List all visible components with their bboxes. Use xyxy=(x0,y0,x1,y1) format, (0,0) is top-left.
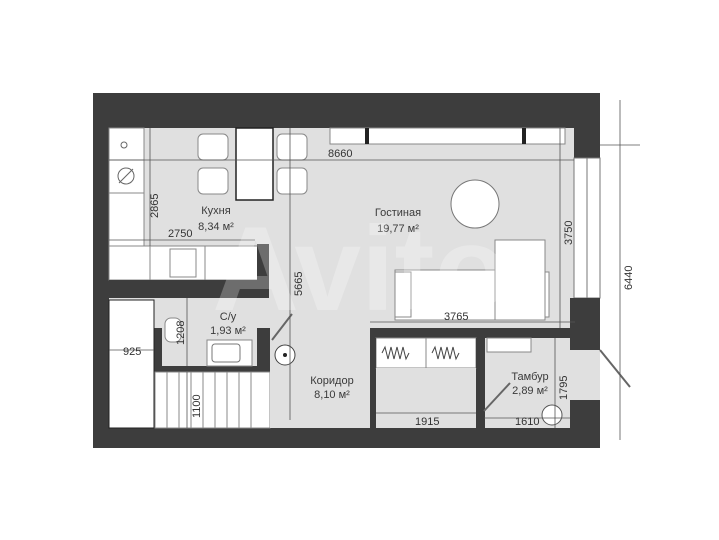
room-area-bathroom: 1,93 м² xyxy=(210,325,246,337)
dim-1610: 1610 xyxy=(515,416,539,428)
dim-3750: 3750 xyxy=(563,221,575,245)
dim-5665: 5665 xyxy=(293,272,305,296)
storage-closet xyxy=(108,299,155,429)
round-table xyxy=(450,179,500,229)
wall-corner xyxy=(574,128,600,158)
dim-6440: 6440 xyxy=(623,266,635,290)
room-area-kitchen: 8,34 м² xyxy=(198,221,234,233)
window-top xyxy=(329,127,566,145)
dim-8660: 8660 xyxy=(328,148,352,160)
chair xyxy=(276,167,308,195)
room-name-bathroom: С/у xyxy=(220,311,237,323)
room-area-corridor: 8,10 м² xyxy=(314,389,350,401)
room-name-living: Гостиная xyxy=(375,207,421,219)
wall-kitchen-bath xyxy=(109,280,259,298)
kitchen-counter-left xyxy=(108,127,145,247)
chair xyxy=(197,167,229,195)
watermark: Avito xyxy=(212,202,508,336)
oven-icon xyxy=(117,167,135,185)
hanger-icon xyxy=(381,345,410,361)
wall-vestibule-left xyxy=(476,338,484,368)
stairs xyxy=(154,371,271,429)
dim-1795: 1795 xyxy=(558,376,570,400)
dim-1208: 1208 xyxy=(175,321,187,345)
dim-1100: 1100 xyxy=(191,394,203,418)
dim-3765: 3765 xyxy=(444,311,468,323)
kitchen-counter-bottom xyxy=(108,245,260,281)
armchair xyxy=(494,239,546,321)
dim-925: 925 xyxy=(123,346,141,358)
door-bathroom xyxy=(271,313,293,341)
room-name-corridor: Коридор xyxy=(310,375,353,387)
room-area-living: 19,77 м² xyxy=(377,223,419,235)
dim-2865: 2865 xyxy=(149,194,161,218)
wall-vestibule-right xyxy=(570,298,600,350)
dim-2750: 2750 xyxy=(168,228,192,240)
room-name-kitchen: Кухня xyxy=(201,205,230,217)
wall-bath-right xyxy=(257,336,269,372)
wall-stub xyxy=(257,244,269,298)
dining-table xyxy=(235,127,274,201)
dim-1915: 1915 xyxy=(415,416,439,428)
room-name-vestibule: Тамбур xyxy=(511,371,548,383)
door-vestibule xyxy=(483,382,511,412)
chair xyxy=(197,133,229,161)
door-entrance xyxy=(599,349,631,388)
chair xyxy=(276,133,308,161)
shoe-rack xyxy=(486,337,532,353)
toilet xyxy=(164,317,182,343)
room-area-vestibule: 2,89 м² xyxy=(512,385,548,397)
sink-icon xyxy=(169,248,197,278)
hanger-icon xyxy=(431,345,460,361)
column-icon xyxy=(541,404,563,426)
hob-icon xyxy=(120,141,128,149)
wall-living-corridor xyxy=(370,328,485,338)
